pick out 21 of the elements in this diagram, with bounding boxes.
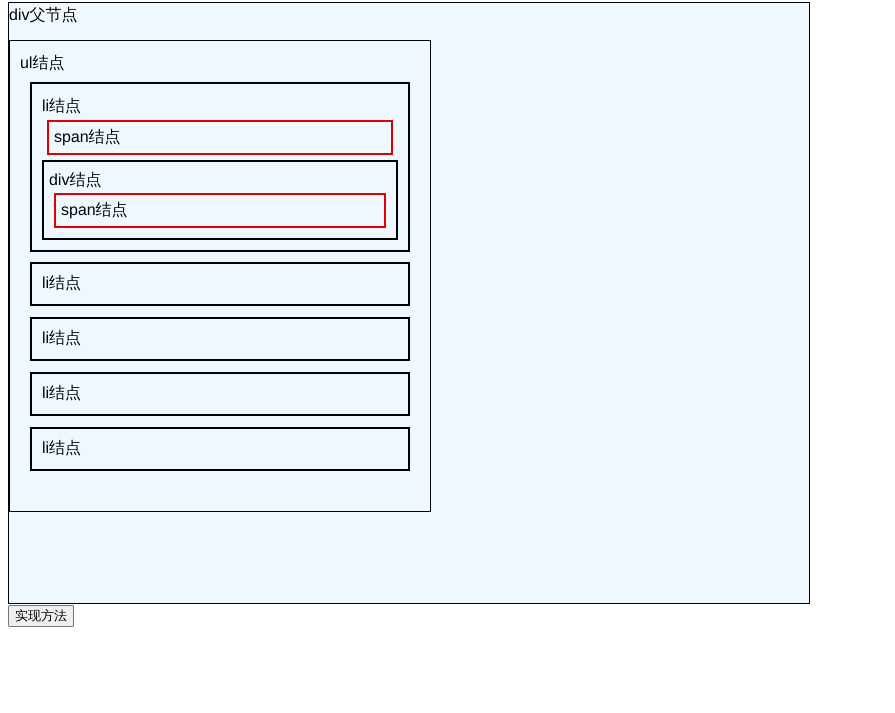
list-box bbox=[9, 40, 431, 512]
node-label: span结点 bbox=[61, 200, 128, 220]
node-label: span结点 bbox=[54, 128, 121, 148]
node-label: div父节点 bbox=[9, 7, 78, 24]
list-item-box bbox=[30, 82, 410, 252]
list-item-box bbox=[30, 372, 410, 416]
node-label: ul结点 bbox=[20, 55, 64, 72]
node-label: li结点 bbox=[42, 384, 82, 404]
parent-div-box bbox=[8, 2, 810, 604]
action-button: 实现方法 bbox=[8, 605, 74, 627]
list-item-box bbox=[30, 317, 410, 361]
list-item-box bbox=[30, 262, 410, 306]
node-label: li结点 bbox=[42, 329, 82, 349]
node-label: li结点 bbox=[42, 98, 82, 115]
span-box bbox=[47, 120, 393, 155]
node-label: li结点 bbox=[42, 439, 82, 459]
span-box bbox=[54, 193, 386, 228]
list-item-box bbox=[30, 427, 410, 471]
inner-div-box bbox=[42, 160, 398, 240]
node-label: li结点 bbox=[42, 274, 82, 294]
node-label: div结点 bbox=[49, 172, 102, 189]
